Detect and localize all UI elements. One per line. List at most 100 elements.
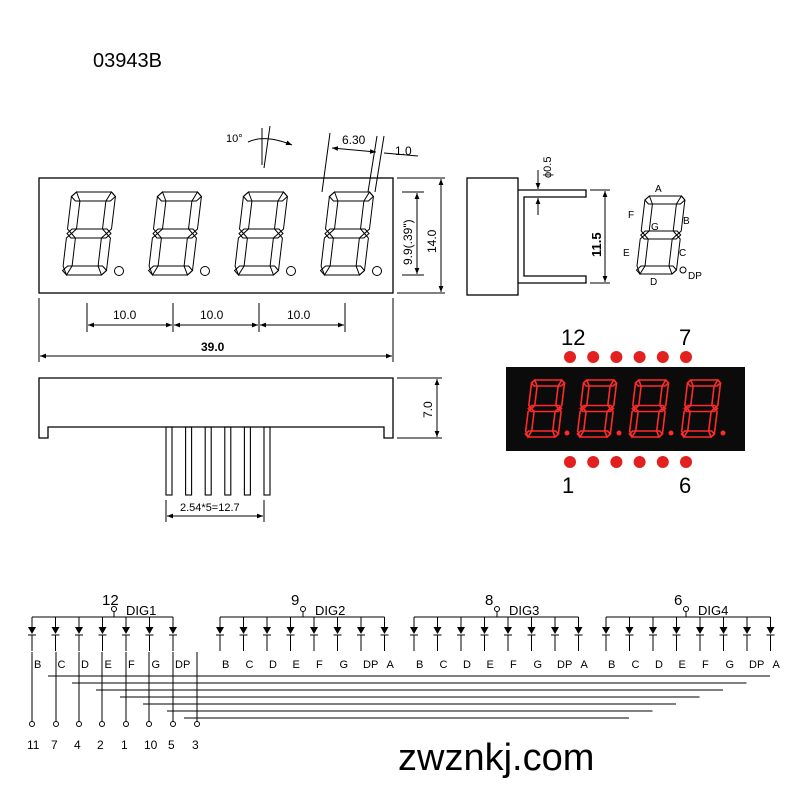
segment-f	[152, 191, 167, 235]
diode	[480, 627, 489, 634]
front-dp-4	[372, 266, 382, 276]
pin-dot-top-2	[587, 351, 600, 363]
pin-dots	[564, 351, 692, 468]
bottom-pin-number: 2	[97, 738, 104, 752]
bottom-pin-terminal	[76, 721, 82, 727]
segment-digit	[635, 195, 686, 276]
pin-dot-bottom-5	[656, 456, 669, 468]
segment-label: E	[105, 659, 112, 671]
segment-label: B	[416, 659, 423, 671]
digit-pin-number: 12	[102, 592, 119, 609]
bottom-pin-number: 4	[74, 738, 81, 752]
bottom-pin-number: 3	[192, 738, 199, 752]
segment-diagram: A B C D E F G DP	[623, 184, 702, 288]
segment-c	[655, 407, 666, 439]
segment-g	[683, 404, 719, 413]
segment-g	[527, 404, 563, 413]
bottom-pin-6	[263, 426, 271, 496]
pin-pitch-label: 2.54*5=12.7	[180, 502, 240, 514]
bottom-pin-number: 7	[51, 738, 58, 752]
common-pin	[111, 606, 117, 612]
segment-c	[355, 232, 369, 276]
bottom-pin-terminal	[194, 721, 200, 727]
common-pin	[683, 606, 689, 612]
pin-dot-bottom-2	[587, 456, 600, 468]
pitch-label-2: 10.0	[200, 308, 224, 322]
segment-e	[148, 232, 162, 277]
pin-dot-top-3	[610, 351, 623, 363]
segment-e	[680, 407, 691, 439]
pitch-label-1: 10.0	[113, 308, 137, 322]
diode	[527, 627, 536, 634]
segment-c	[183, 232, 197, 276]
bottom-pin-terminal	[146, 721, 152, 727]
watermark: zwznkj.com	[398, 737, 594, 779]
bottom-pin-number: 11	[27, 738, 40, 752]
pin-dot-bottom-1	[564, 456, 576, 468]
segment-label: A	[387, 659, 395, 671]
segment-g	[639, 230, 682, 240]
diode	[457, 627, 465, 634]
segment-label: C	[440, 659, 448, 671]
front-digit-4	[319, 191, 375, 277]
bottom-pin-terminal	[123, 721, 129, 727]
segment-label: DP	[175, 659, 190, 671]
side-body	[466, 177, 519, 296]
segment-label: DP	[363, 659, 378, 671]
diode	[696, 627, 704, 634]
diode	[75, 627, 83, 634]
pin-dot-bottom-3	[610, 456, 623, 468]
digit-label: DIG4	[698, 603, 728, 618]
bottom-view: 7.0 2.54*5=12.7	[38, 377, 442, 522]
segment-label: E	[487, 659, 494, 671]
pin-dot-top-6	[680, 351, 692, 363]
bottom-pin-terminal	[29, 721, 35, 727]
diode	[169, 627, 177, 634]
pin-dot-top-4	[633, 351, 646, 363]
segment-g	[152, 228, 198, 239]
pin-dia-label: ϕ0.5	[542, 157, 554, 178]
pin-label-7: 7	[679, 325, 691, 350]
part-number: 03943B	[93, 50, 162, 72]
angle-label: 10°	[226, 133, 243, 145]
segment-e	[234, 232, 248, 277]
segment-letter-g: G	[651, 222, 659, 233]
segment-label: D	[269, 659, 277, 671]
segment-label: E	[293, 659, 300, 671]
angle-slant-line	[263, 125, 271, 169]
digit-label: DIG2	[315, 603, 345, 618]
segment-g	[631, 404, 667, 413]
diode	[216, 627, 224, 634]
segment-e	[524, 407, 535, 439]
diode	[357, 627, 365, 634]
segment-g	[579, 404, 615, 413]
diode	[625, 627, 634, 634]
lit-digits	[524, 378, 726, 439]
front-digit-3	[233, 191, 289, 277]
segment-label: B	[608, 659, 615, 671]
lit-digit-3	[628, 378, 670, 439]
segment-c	[603, 407, 614, 439]
pin-dot-bottom-4	[633, 456, 646, 468]
pin-dot-top-1	[564, 351, 576, 363]
segment-label: C	[246, 659, 254, 671]
diode	[574, 627, 583, 634]
segment-letter-a: A	[655, 184, 662, 195]
segment-dp-dot	[679, 266, 687, 274]
pin-dot-top-5	[656, 351, 669, 363]
segment-label: D	[463, 659, 471, 671]
segment-g	[238, 228, 284, 239]
bottom-pins	[165, 426, 271, 496]
segment-label: G	[534, 659, 543, 671]
bottom-pin-5	[243, 426, 251, 496]
seg-ext-left	[321, 132, 331, 193]
bottom-body	[38, 377, 394, 439]
pitch-label-3: 10.0	[287, 308, 311, 322]
segment-letter-d: D	[650, 277, 657, 288]
segment-f	[66, 191, 81, 235]
segment-g	[324, 228, 370, 239]
